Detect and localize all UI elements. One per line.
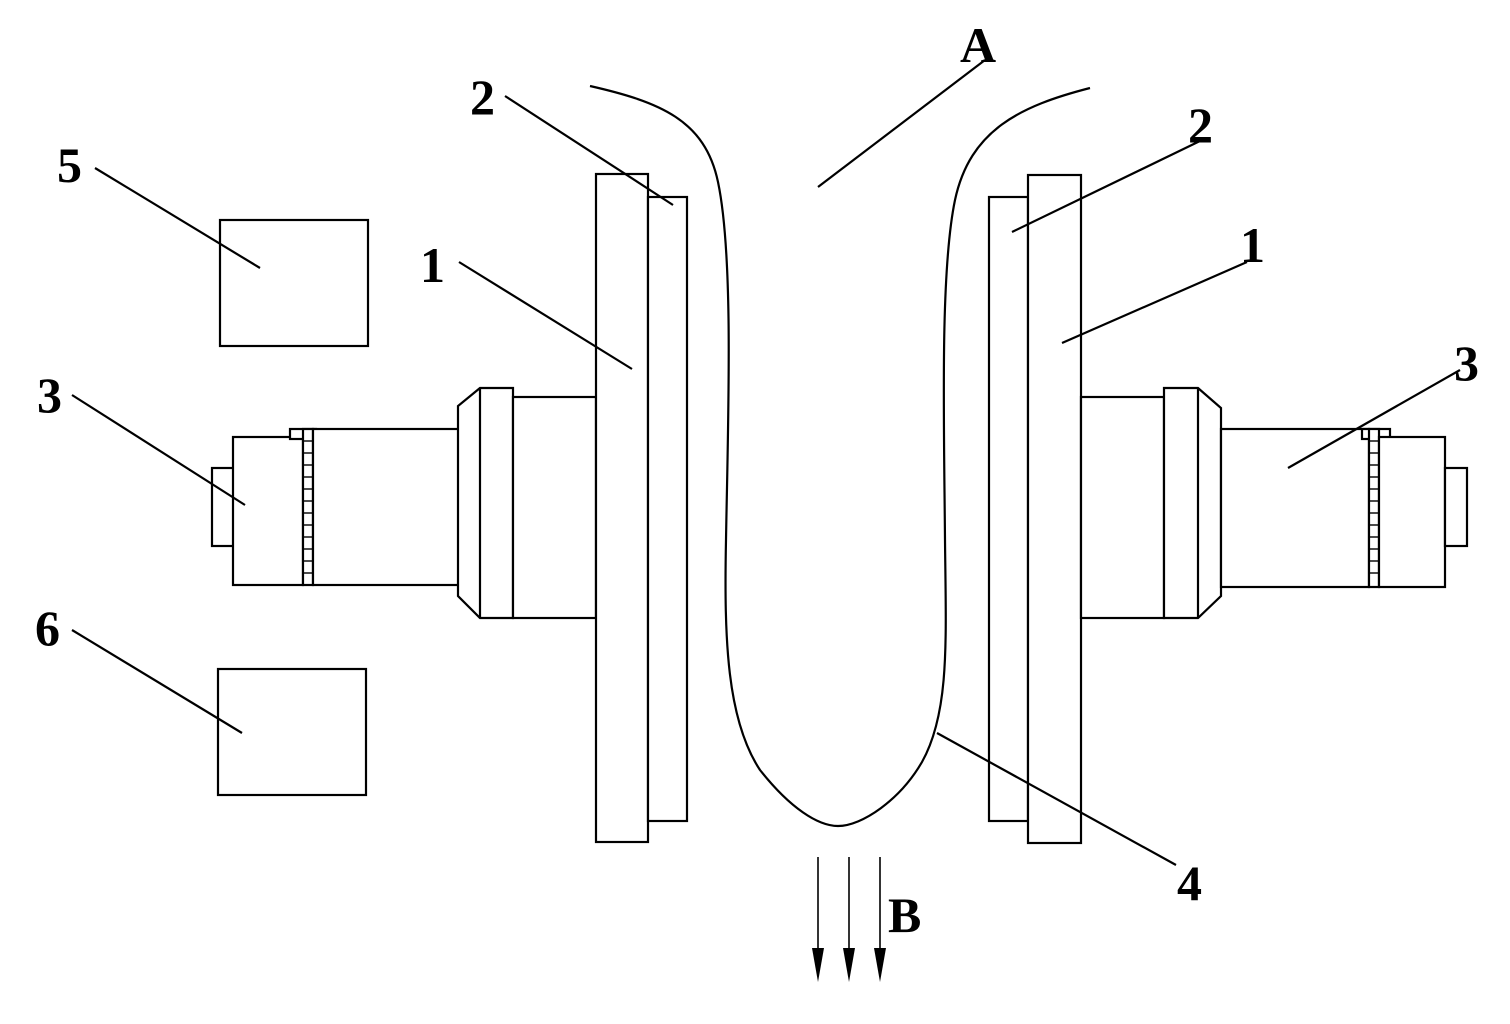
label-liner-right: 2 (1188, 97, 1213, 153)
left-hub (511, 395, 598, 620)
box-5 (218, 218, 370, 348)
material-curve (589, 84, 1091, 828)
left-base-plate (594, 172, 650, 844)
right-shaft (1219, 427, 1371, 589)
outlet-arrows (812, 857, 886, 982)
label-outlet: B (888, 887, 921, 943)
label-inlet: A (960, 17, 996, 73)
label-material-curve: 4 (1177, 855, 1202, 911)
right-motor-assembly (987, 173, 1469, 845)
right-base-plate (1026, 173, 1083, 845)
right-flange (1162, 386, 1223, 620)
right-grating-ticks (1369, 440, 1379, 574)
right-hub (1079, 395, 1166, 620)
label-liner-left: 2 (470, 69, 495, 125)
left-motor-assembly (210, 172, 689, 844)
label-motor-right: 3 (1454, 335, 1479, 391)
label-motor-left: 3 (37, 367, 62, 423)
left-motor-body (231, 435, 305, 587)
box-6 (216, 667, 368, 797)
label-base-plate-left: 1 (420, 237, 445, 293)
right-motor-end-cap (1443, 466, 1469, 548)
right-liner (987, 195, 1030, 823)
label-base-plate-right: 1 (1240, 217, 1265, 273)
right-motor-body (1377, 435, 1447, 589)
left-motor-end-cap (210, 466, 236, 548)
label-box-lower: 6 (35, 600, 60, 656)
left-liner (646, 195, 689, 823)
label-box-upper: 5 (57, 137, 82, 193)
left-shaft (311, 427, 463, 587)
leader-lines (71, 59, 1461, 866)
left-grating-ticks (303, 440, 313, 574)
left-flange (456, 386, 515, 620)
